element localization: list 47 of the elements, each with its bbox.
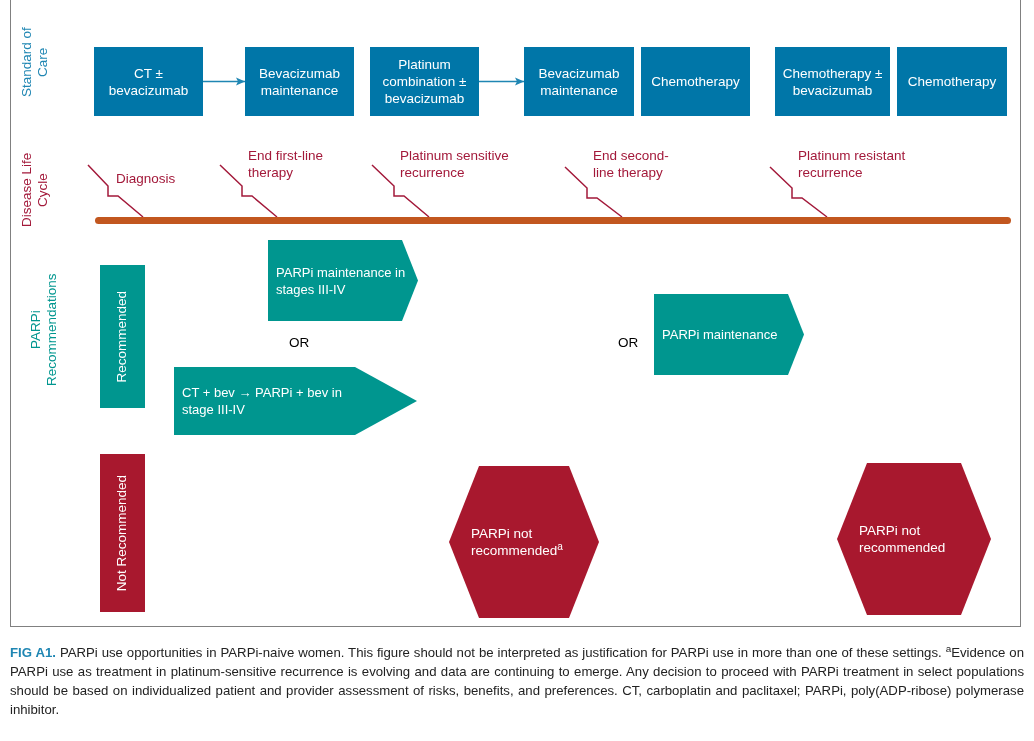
pentagon-arrow [654,294,804,375]
node-text: PARPi maintenance [662,326,779,343]
process-box [94,47,203,116]
arrow [478,77,525,86]
leader-line [769,166,828,218]
category-bar [100,454,145,612]
process-box [245,47,354,116]
pentagon-arrow [174,367,417,435]
hexagon-shape [449,466,599,618]
arrow [202,77,246,86]
node-text: Bevacizumab maintenance [537,64,621,99]
lane-label: Standard of Care [19,26,51,100]
pentagon-arrow [268,240,418,321]
node-text: PARPi not recommended$^{a}$ [471,525,564,559]
category-bar [100,265,145,408]
node-text: Chemotherapy ± bevacizumab [781,64,884,99]
or-label: OR [617,335,639,351]
node-text: PARPi maintenance in stages III-IV [276,263,407,298]
process-box [524,47,634,116]
hexagon-shape [837,463,991,615]
node-text: Platinum combination ± bevacizumab [381,56,468,107]
process-box [897,47,1007,116]
node-text: End second-line therapy [593,147,670,181]
node-text: Diagnosis [116,170,177,187]
node-text: PARPi not recommended [859,522,947,556]
leader-line [87,164,144,218]
process-box [775,47,890,116]
node-text: Chemotherapy [907,73,997,90]
node-text: End first-line therapy [248,147,325,181]
timeline-bar [95,217,1011,224]
lane-label: Disease Life Cycle [19,151,51,230]
node-text: CT + bev → PARPi + bev in stage III-IV [182,384,343,418]
node-text: Recommended [113,290,131,383]
lane-label: PARPi Recommendations [28,272,60,389]
node-text: Not Recommended [113,474,131,592]
node-text: Platinum sensitive recurrence [400,147,510,181]
leader-line [371,164,430,218]
node-text: Chemotherapy [651,73,740,90]
or-label: OR [288,335,310,351]
leader-line [219,164,278,218]
leader-line [564,166,623,218]
process-box [641,47,750,116]
node-text: CT ± bevacizumab [107,64,190,99]
node-text: Bevacizumab maintenance [257,64,341,99]
node-text: Platinum resistant recurrence [798,147,907,181]
process-box [370,47,479,116]
figure-caption: FIG A1. PARPi use opportunities in PARPi-naive women. This figure should not be interpreted as justification for PARPi use in more than one of these settings. $^{a}$Evidence on PARPi use as treatment in platinum-sensitive recurrence is evolving and data are continuing to emerge. Any decision to proceed with PARPi treatment in select populations should be based on individualized patient and provider assessment of risks, benefits, and preferences. CT, carboplatin and paclitaxel; PARPi, poly(ADP-ribose) polymerase inhibitor. [10,643,1024,719]
